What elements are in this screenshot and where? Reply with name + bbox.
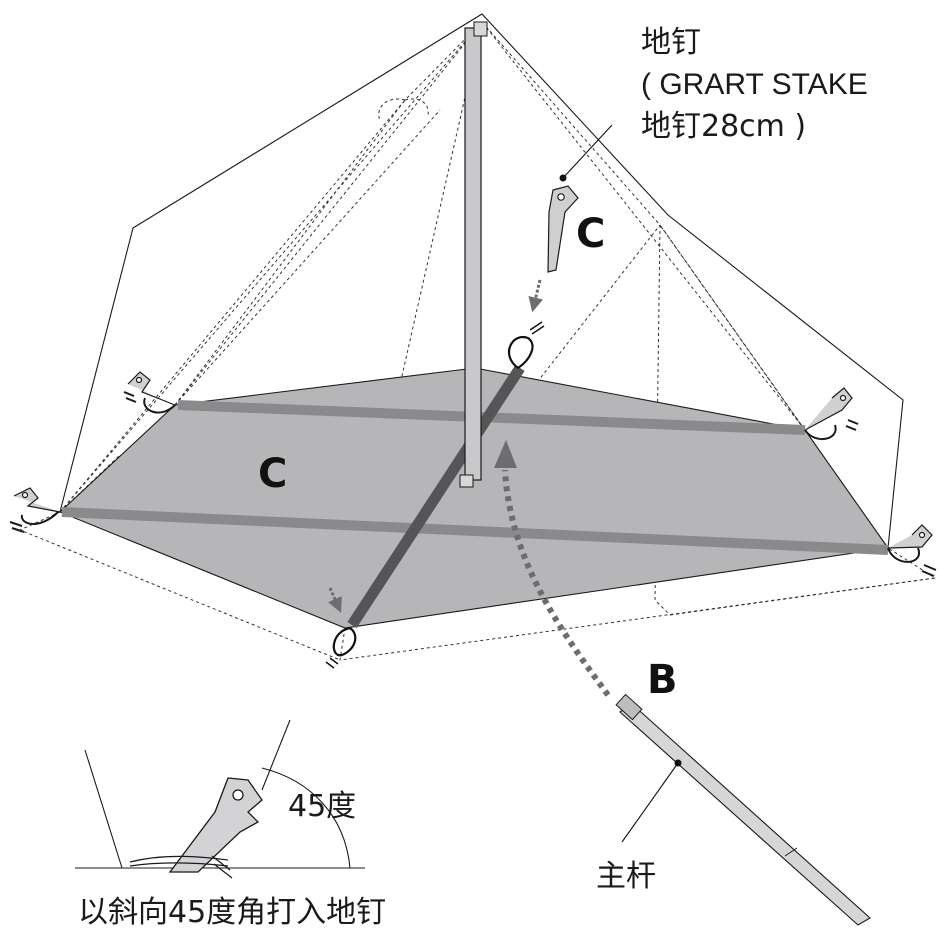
rope-loop-top-icon	[507, 321, 545, 369]
stake-angle-inset	[75, 719, 365, 879]
floor-band-horizontal-2	[61, 507, 889, 555]
corner-insert-arrow-icon	[328, 587, 342, 613]
instruction-caption: 以斜向45度角打入地钉	[78, 895, 386, 930]
inset-stake-icon	[168, 777, 263, 873]
main-pole-label: 主杆	[596, 859, 656, 894]
corner-stake-right-icon	[887, 524, 937, 577]
stake-icon	[547, 185, 579, 273]
label-c-floor: C	[258, 451, 287, 497]
stake-detail-line-2: 地钉28cm )	[641, 109, 806, 144]
pole-insert-arrow	[502, 469, 611, 697]
label-c-stake: C	[576, 211, 605, 257]
main-pole	[615, 693, 871, 926]
rope-loop-bottom-icon	[325, 626, 357, 669]
stake-insert-arrow-icon	[528, 279, 544, 313]
tent-canopy-outline	[59, 13, 904, 549]
floor-band-diagonal	[347, 364, 525, 629]
corner-stake-left-icon	[9, 487, 61, 533]
stake-detail-line-1: ( GRART STAKE	[641, 68, 868, 101]
stake-title: 地钉	[641, 25, 701, 60]
corner-stake-back-right-icon	[804, 387, 859, 440]
center-pole	[459, 21, 488, 488]
angle-label: 45度	[288, 789, 356, 824]
pole-insert-arrowhead-icon	[494, 440, 517, 468]
stake-callout-line	[559, 124, 613, 182]
label-b-pole: B	[647, 657, 678, 703]
corner-stake-back-left-icon	[123, 371, 176, 414]
inset-rope-icon	[129, 855, 233, 879]
